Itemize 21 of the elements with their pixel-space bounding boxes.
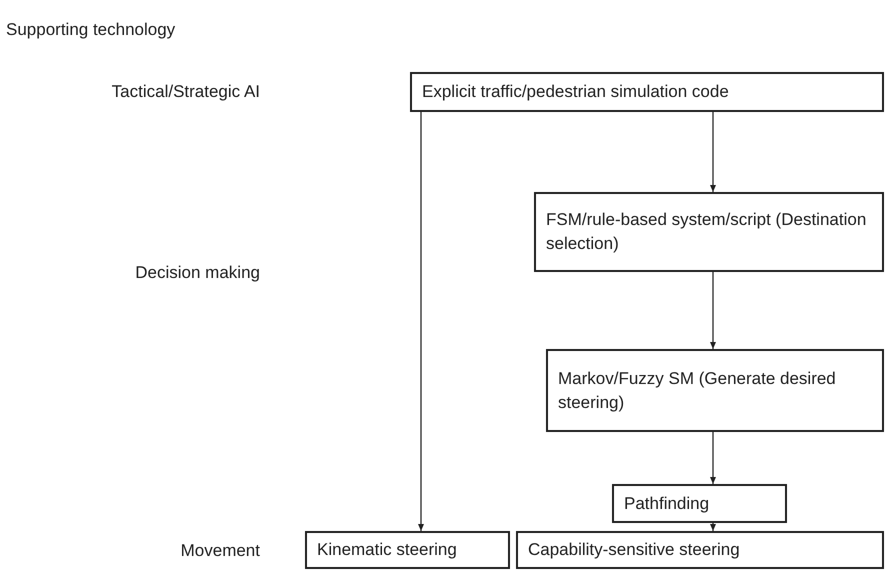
row-label: Movement — [180, 541, 260, 561]
box-text: Pathfinding — [624, 492, 710, 514]
process-box — [612, 484, 787, 523]
row-label: Decision making — [134, 263, 260, 283]
process-box — [305, 531, 510, 569]
heading: Supporting technology — [6, 20, 176, 40]
arrow — [710, 112, 716, 192]
process-box — [516, 531, 884, 569]
process-box — [534, 192, 884, 272]
arrow — [710, 523, 716, 531]
box-text: Markov/Fuzzy SM (Generate desired steering) — [558, 368, 837, 414]
box-text: Explicit traffic/pedestrian simulation code — [422, 81, 729, 103]
box-text: Capability-sensitive steering — [528, 539, 740, 561]
box-text: Kinematic steering — [317, 539, 457, 561]
row-label: Tactical/Strategic AI — [110, 82, 260, 102]
arrow — [710, 272, 716, 349]
arrow — [418, 112, 424, 531]
box-text: FSM/rule-based system/script (Destination selection) — [546, 209, 868, 255]
process-box — [546, 349, 884, 432]
arrow — [710, 432, 716, 484]
process-box — [410, 72, 884, 112]
